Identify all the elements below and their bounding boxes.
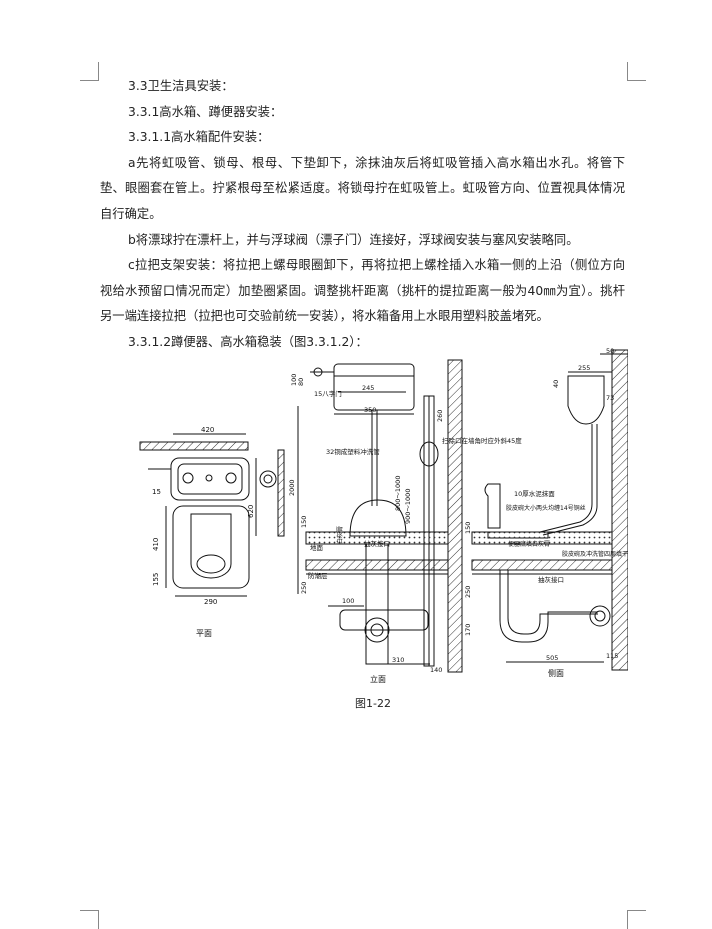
elevation-dim-310: 310 xyxy=(392,656,404,664)
crop-mark-bottom-right xyxy=(627,910,646,929)
plan-view: 420 15 410 155 620 290 平面 xyxy=(139,426,285,638)
document-body: 3.3卫生洁具安装： 3.3.1高水箱、蹲便器安装： 3.3.1.1高水箱配件安… xyxy=(100,74,625,356)
elevation-waterproof-label: 防潮层 xyxy=(308,571,328,580)
elevation-dim-245: 245 xyxy=(362,384,374,392)
elevation-view: 15八字门 100 80 245 350 260 32铜成塑料冲洗管 2000 … xyxy=(288,359,522,684)
heading-3-3: 3.3卫生洁具安装： xyxy=(128,79,234,93)
crop-mark-top-left xyxy=(80,62,99,81)
elevation-dim-150: 150 xyxy=(300,516,308,528)
side-dim-170: 170 xyxy=(464,624,472,636)
elevation-lime-label: 白灰膏 xyxy=(336,526,344,544)
plan-dim-410: 410 xyxy=(152,538,160,551)
side-connector-label: 抽灰接口 xyxy=(538,575,564,584)
elevation-dim-140: 140 xyxy=(430,666,442,674)
side-view-title: 侧面 xyxy=(548,668,564,678)
heading-3-3-1: 3.3.1高水箱、蹲便器安装： xyxy=(128,104,283,119)
figure-caption: 图1-22 xyxy=(355,697,391,710)
side-plaster-label: 10厚水泥抹面 xyxy=(514,489,555,498)
side-dim-40: 40 xyxy=(552,380,560,388)
elevation-cleanout-label: 扫除口在墙角时应外斜45度 xyxy=(442,436,522,445)
heading-3-3-1-1: 3.3.1.1高水箱配件安装： xyxy=(128,130,270,145)
crop-mark-bottom-left xyxy=(80,910,99,929)
elevation-valve-label: 15八字门 xyxy=(314,389,342,398)
elevation-dim-250: 250 xyxy=(300,582,308,594)
plan-dim-15: 15 xyxy=(152,488,161,496)
plan-dim-290: 290 xyxy=(204,598,217,606)
side-dim-505: 505 xyxy=(546,654,558,662)
crop-mark-top-right xyxy=(627,62,646,81)
elevation-pipe-label: 32铜成塑料冲洗管 xyxy=(326,447,380,456)
elevation-dim-80: 80 xyxy=(297,378,305,386)
elevation-dim-260: 260 xyxy=(436,410,444,422)
side-dim-150: 150 xyxy=(464,522,472,534)
elevation-dim-100b: 100 xyxy=(342,597,354,605)
side-view: 50 255 40 73 10厚水泥抹面 胶皮碗大小两头均缠14号铜丝 便器底填… xyxy=(464,347,634,678)
elevation-dim-350: 350 xyxy=(364,406,376,414)
elevation-view-title: 立面 xyxy=(370,674,386,684)
side-dim-250: 250 xyxy=(464,586,472,598)
side-sealing-label: 胶皮碗及冲洗管四周填干砂 xyxy=(562,550,628,558)
side-dim-115: 115 xyxy=(606,652,618,660)
side-dim-255: 255 xyxy=(578,364,590,372)
elevation-dim-2000: 2000 xyxy=(288,479,296,496)
side-bowl-label: 胶皮碗大小两头均缠14号铜丝 xyxy=(506,504,586,512)
installation-figure: 420 15 410 155 620 290 平面 xyxy=(128,346,634,690)
plan-dim-620: 620 xyxy=(247,505,255,518)
side-dim-73: 73 xyxy=(606,394,614,402)
figure-drawing: 420 15 410 155 620 290 平面 xyxy=(139,347,634,684)
elevation-dim-100a: 100 xyxy=(290,374,298,386)
paragraph-b: b将漂球拧在漂杆上，并与浮球阀（漂子门）连接好，浮球阀安装与塞风安装略同。 xyxy=(128,232,579,247)
plan-dim-420: 420 xyxy=(201,426,214,434)
plan-view-title: 平面 xyxy=(196,629,212,638)
paragraph-a: a先将虹吸管、锁母、根母、下垫卸下，涂抹油灰后将虹吸管插入高水箱出水孔。将管下垫… xyxy=(100,155,625,221)
elevation-floor-label: 地面 xyxy=(310,543,324,552)
elevation-dim-800-1000: 800～1000 xyxy=(394,476,402,511)
paragraph-c: c拉把支架安装：将拉把上螺母眼圈卸下，再将拉把上螺栓插入水箱一侧的上沿（侧位方向… xyxy=(100,258,625,324)
heading-3-3-1-2: 3.3.1.2蹲便器、高水箱稳装（图3.3.1.2）： xyxy=(128,334,368,349)
side-dim-50: 50 xyxy=(606,347,614,355)
elevation-dim-900-1000: 900～1000 xyxy=(404,489,412,524)
plan-dim-155: 155 xyxy=(152,573,160,586)
